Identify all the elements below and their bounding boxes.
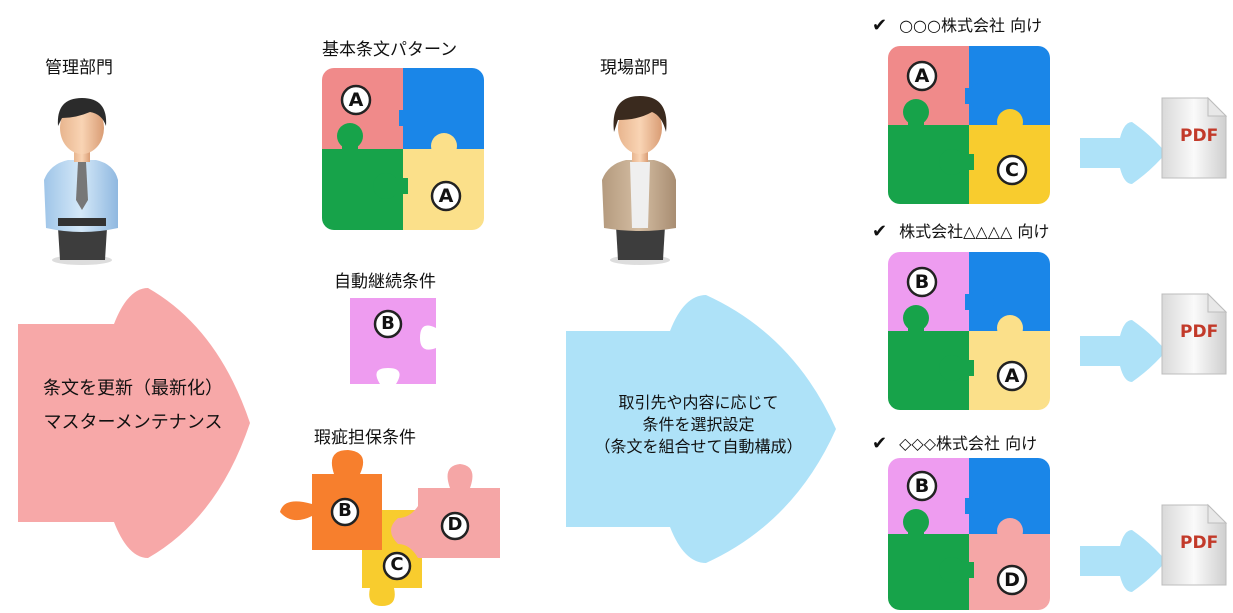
output-1-pdf-icon [1160, 96, 1228, 180]
warranty-letter-d: D [447, 514, 463, 535]
output-2-arrow [1080, 320, 1166, 382]
admin-update-arrow [18, 288, 252, 558]
check-icon: ✔ [872, 15, 888, 36]
output-1-arrow [1080, 122, 1166, 184]
admin-arrow-line2: マスターメンテナンス [43, 412, 223, 433]
output-2-label: 株式会社△△△△ 向け [899, 222, 1050, 241]
basic-piece-a1 [340, 84, 372, 116]
output-1-letter-2: C [1005, 159, 1019, 181]
output-1-label-row: ✔ ○○○株式会社 向け [872, 12, 1042, 36]
basic-clause-puzzle [322, 68, 484, 230]
output-2-puzzle [888, 252, 1050, 410]
output-3-pdf-icon [1160, 503, 1228, 587]
output-3-letter-1: B [914, 475, 930, 497]
output-1-pdf-label: PDF [1180, 126, 1219, 146]
output-1-letter-1: A [914, 65, 930, 87]
auto-renew-piece [350, 298, 440, 384]
check-icon: ✔ [872, 433, 888, 454]
output-3-puzzle [888, 458, 1050, 610]
admin-person-icon [30, 88, 130, 268]
output-2-pdf-label: PDF [1180, 322, 1219, 342]
auto-renew-letter: B [381, 313, 395, 334]
output-3-arrow [1080, 530, 1166, 592]
output-2-letter-2: A [1004, 365, 1020, 387]
field-select-arrow [566, 295, 838, 563]
basic-letter-1: A [348, 89, 364, 111]
output-1-label: ○○○株式会社 向け [899, 16, 1043, 35]
basic-clause-title: 基本条文パターン [322, 40, 458, 60]
field-person-icon [588, 88, 688, 268]
admin-arrow-line1: 条文を更新（最新化） [43, 378, 223, 399]
output-1-puzzle [888, 46, 1050, 204]
output-2-letter-1: B [914, 271, 930, 293]
basic-letter-2: A [438, 185, 454, 207]
output-2-pdf-icon [1160, 292, 1228, 376]
output-3-label: ◇◇◇株式会社 向け [899, 434, 1038, 453]
warranty-pieces [272, 448, 522, 608]
check-icon: ✔ [872, 221, 888, 242]
warranty-title: 瑕疵担保条件 [314, 428, 416, 448]
output-2-label-row: ✔ 株式会社△△△△ 向け [872, 218, 1049, 242]
output-3-label-row: ✔ ◇◇◇株式会社 向け [872, 430, 1037, 454]
admin-department-label: 管理部門 [45, 58, 113, 78]
field-arrow-line2: 条件を選択設定 [642, 415, 755, 434]
output-3-letter-2: D [1004, 569, 1020, 591]
field-department-label: 現場部門 [600, 58, 668, 78]
field-arrow-line3: （条文を組合せて自動構成） [594, 437, 803, 456]
auto-renew-title: 自動継続条件 [334, 272, 436, 292]
warranty-letter-c: C [390, 554, 404, 575]
field-arrow-line1: 取引先や内容に応じて [618, 393, 779, 412]
warranty-letter-b: B [338, 500, 352, 521]
output-3-pdf-label: PDF [1180, 533, 1219, 553]
basic-piece-a2 [430, 180, 462, 212]
